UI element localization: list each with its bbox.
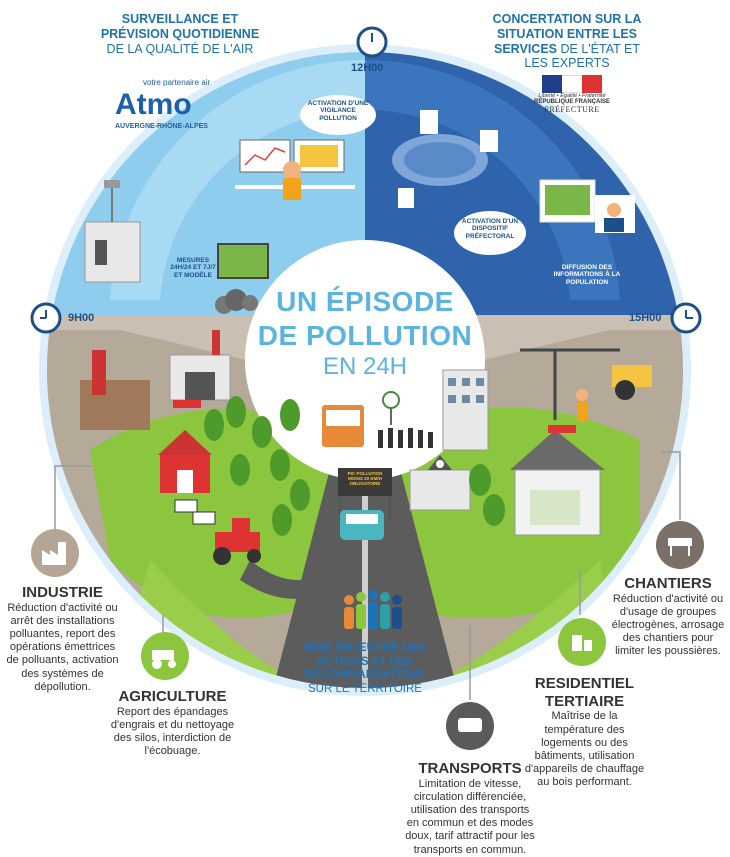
section-transports: TRANSPORTS Limitation de vitesse, circul… <box>405 760 535 857</box>
mise-en-oeuvre-bold: MISE EN ŒUVRE DES ACTIONS ET DES RECOMMA… <box>304 642 426 682</box>
waiting-people <box>378 428 433 448</box>
trees-left <box>204 396 310 536</box>
transport-icon <box>446 702 494 750</box>
center-disc <box>245 240 485 480</box>
meeting-table <box>392 110 498 208</box>
trees-right <box>469 464 505 526</box>
factory-icon <box>31 529 79 577</box>
vigilance-cloud <box>300 95 376 135</box>
agriculture-body: Report des épandages d'engrais et du net… <box>110 705 235 758</box>
residentiel-title: RESIDENTIEL TERTIAIRE <box>534 675 635 710</box>
car <box>340 510 384 540</box>
atmo-tagline: votre partenaire air <box>143 78 211 87</box>
label-vigilance: ACTIVATION D'UNE VIGILANCE POLLUTION <box>307 100 369 122</box>
prefecture-logo: Liberté • Égalité • Fraternité RÉPUBLIQU… <box>522 75 622 114</box>
label-road-sign: PIC POLLUTION MOINS 20 KM/H OBLIGATOIRE <box>347 471 383 487</box>
atmo-region: AUVERGNE-RHÔNE-ALPES <box>115 122 208 130</box>
header-right-bold: CONCERTATION SUR LA SITUATION ENTRE LES … <box>492 12 642 56</box>
prefectoral-cloud <box>454 211 526 255</box>
barrier-left <box>173 400 201 408</box>
clock-noon-label: 12H00 <box>351 62 384 74</box>
label-prefectoral: ACTIVATION D'UN DISPOSITIF PRÉFECTORAL <box>461 218 519 240</box>
office-building <box>442 369 489 451</box>
worker <box>576 389 588 422</box>
agriculture-title: AGRICULTURE <box>118 688 227 705</box>
industrie-title: INDUSTRIE <box>22 584 103 601</box>
section-industrie: INDUSTRIE Réduction d'activité ou arrêt … <box>5 584 120 694</box>
cows <box>174 499 216 525</box>
clock-noon <box>356 26 388 58</box>
chantiers-body: Réduction d'activité ou d'usage de group… <box>611 592 725 658</box>
prefecture-motto: Liberté • Égalité • Fraternité <box>538 93 606 99</box>
atmo-logo: votre partenaire air Atmo AUVERGNE-RHÔNE… <box>115 78 235 131</box>
clock-morning <box>30 302 62 334</box>
barrier-icon <box>656 521 704 569</box>
mise-en-oeuvre-normal: SUR LE TERRITOIRE <box>308 682 422 695</box>
mise-en-oeuvre: MISE EN ŒUVRE DES ACTIONS ET DES RECOMMA… <box>300 642 430 696</box>
connector-lines <box>54 451 681 700</box>
label-mesures: MESURES 24H/24 ET 7J/7 ET MODÈLE <box>170 257 216 279</box>
prefecture-label: PRÉFECTURE <box>544 105 600 114</box>
industrie-body: Réduction d'activité ou arrêt des instal… <box>6 601 119 693</box>
label-diffusion: DIFFUSION DES INFORMATIONS À LA POPULATI… <box>553 264 621 286</box>
section-residentiel: RESIDENTIEL TERTIAIRE Maîtrise de la tem… <box>522 675 647 790</box>
pollution-road-sign <box>338 468 392 520</box>
header-surveillance: SURVEILLANCE ET PRÉVISION QUOTIDIENNE DE… <box>100 12 260 56</box>
clock-afternoon-label: 15H00 <box>629 312 662 324</box>
transports-title: TRANSPORTS <box>418 760 522 777</box>
center-title-line3: EN 24H <box>322 353 408 380</box>
french-flag-icon <box>542 75 602 93</box>
barn <box>158 430 212 493</box>
center-title-line2: DE POLLUTION <box>257 320 473 351</box>
media-screens <box>539 179 635 233</box>
atmo-name: Atmo <box>115 88 192 122</box>
prefecture-republic: RÉPUBLIQUE FRANÇAISE <box>533 99 610 105</box>
header-left-normal: DE LA QUALITÉ DE L'AIR <box>106 41 254 56</box>
measurement-station <box>84 180 141 283</box>
factory <box>80 289 258 430</box>
header-left-bold: SURVEILLANCE ET PRÉVISION QUOTIDIENNE <box>100 12 260 41</box>
house <box>510 430 605 536</box>
section-chantiers: CHANTIERS Réduction d'activité ou d'usag… <box>610 575 726 659</box>
clock-morning-label: 9H00 <box>68 312 95 324</box>
tractor <box>213 518 261 565</box>
tractor-icon <box>141 632 189 680</box>
map-screen <box>217 243 269 279</box>
town-hall <box>409 455 471 511</box>
bus-stop-sign <box>382 391 400 425</box>
center-title-line1: UN ÉPISODE <box>276 286 454 317</box>
road-roller <box>612 365 652 400</box>
clock-afternoon <box>670 302 702 334</box>
header-concertation: CONCERTATION SUR LA SITUATION ENTRE LES … <box>482 12 652 71</box>
residentiel-body: Maîtrise de la température des logements… <box>524 710 645 789</box>
building-icon <box>558 618 606 666</box>
construction-crane <box>520 348 620 420</box>
section-agriculture: AGRICULTURE Report des épandages d'engra… <box>110 688 235 758</box>
road-line <box>362 440 368 688</box>
people-group-icon <box>344 590 402 630</box>
bus <box>322 405 364 447</box>
barrier-right <box>548 425 576 433</box>
header-right-normal: DE L'ÉTAT ET LES EXPERTS <box>524 41 640 71</box>
monitoring-desk <box>235 139 355 200</box>
road-bike <box>240 560 350 599</box>
chantiers-title: CHANTIERS <box>624 575 712 592</box>
